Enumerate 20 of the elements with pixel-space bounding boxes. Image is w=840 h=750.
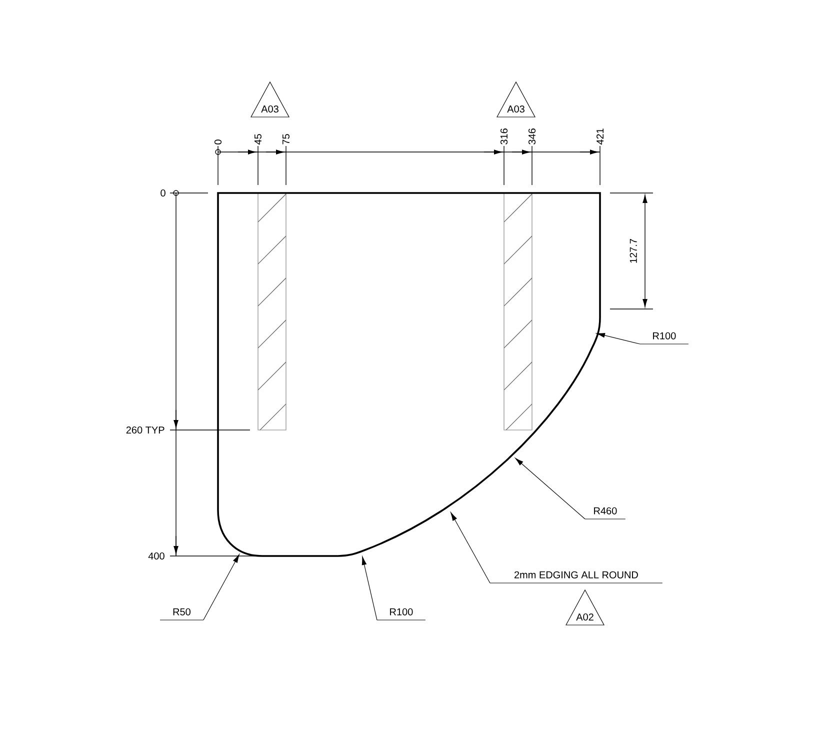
leader-line [596, 333, 640, 344]
dimension-value: 75 [282, 134, 290, 144]
leader-text: R100 [376, 608, 426, 620]
leader-text: R50 [160, 608, 204, 620]
leader-line [450, 512, 490, 584]
leader-line [362, 556, 378, 620]
leader-text: R460 [584, 507, 626, 520]
leader-text: R100 [640, 332, 689, 344]
dimension-value: 0 [214, 140, 222, 144]
leader-line [203, 554, 240, 620]
leader-text: 2mm EDGING ALL ROUND [490, 571, 663, 584]
dimension-value: 127.7 [630, 239, 637, 263]
dimension-value: 45 [254, 134, 262, 145]
dimension-value: 400 [148, 552, 164, 560]
dimension-value: 260 TYP [126, 426, 164, 434]
dimension-value: 316 [500, 128, 508, 144]
dimension-value: 346 [528, 128, 536, 144]
leader-line [515, 458, 586, 520]
dimension-value: 421 [596, 128, 604, 145]
dimension-value: 0 [160, 189, 166, 197]
